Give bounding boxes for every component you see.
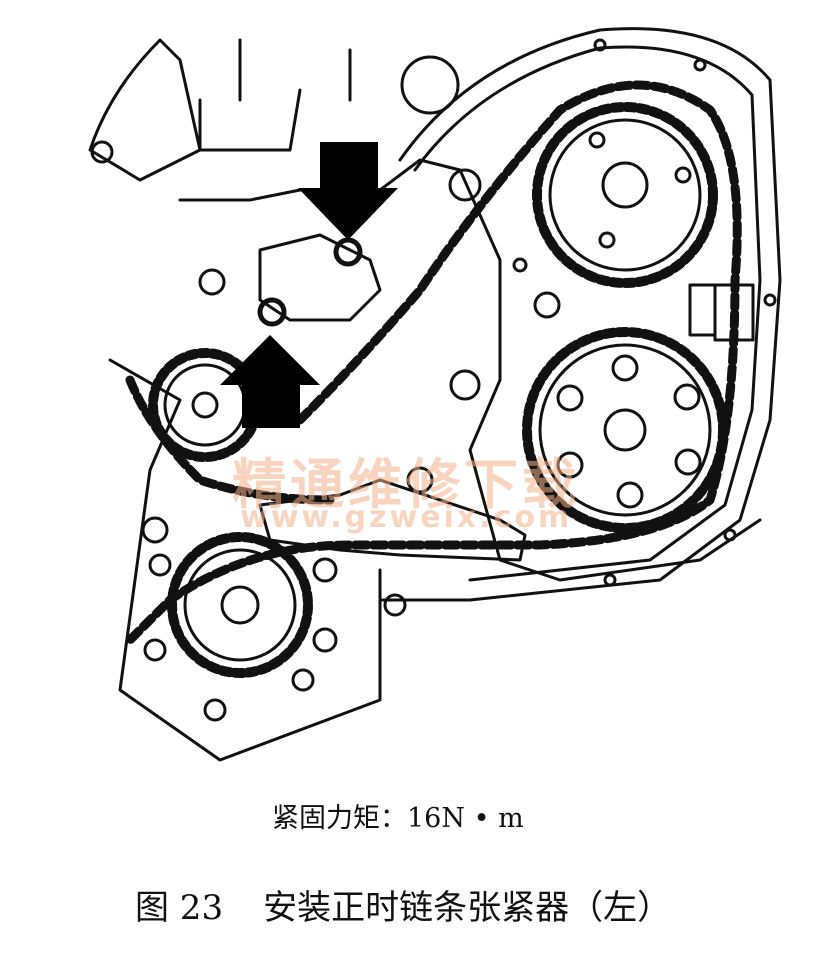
figure-title: 安装正时链条张紧器（左） [263,888,672,928]
chain-guide-lower [258,478,527,562]
camshaft-gear-upper [532,102,718,288]
camshaft-gear-lower [522,327,728,533]
torque-note: 紧固力矩：16N • m [272,803,524,834]
crankshaft-sprocket [167,532,313,678]
engine-frame-left [108,358,382,762]
arrow-up-icon [220,335,320,428]
timing-chain-diagram [88,27,782,762]
timing-chain [125,80,742,645]
engine-block-outline [88,38,202,182]
tensioner-bolt-lower [257,297,287,327]
engine-block-outline-2 [198,38,352,152]
arrow-down-icon [298,142,398,240]
figure-number: 图 23 [135,888,224,928]
timing-cover-inner [413,45,762,582]
timing-chain-lower [125,375,335,505]
figure-caption: 图 23 安装正时链条张紧器（左） [135,880,671,929]
chain-tensioner-body [258,233,382,322]
timing-cover-outline [378,27,782,602]
watermark-text: 精通维修下载 [232,453,580,516]
watermark-url: www.gzweix.com [240,500,573,535]
